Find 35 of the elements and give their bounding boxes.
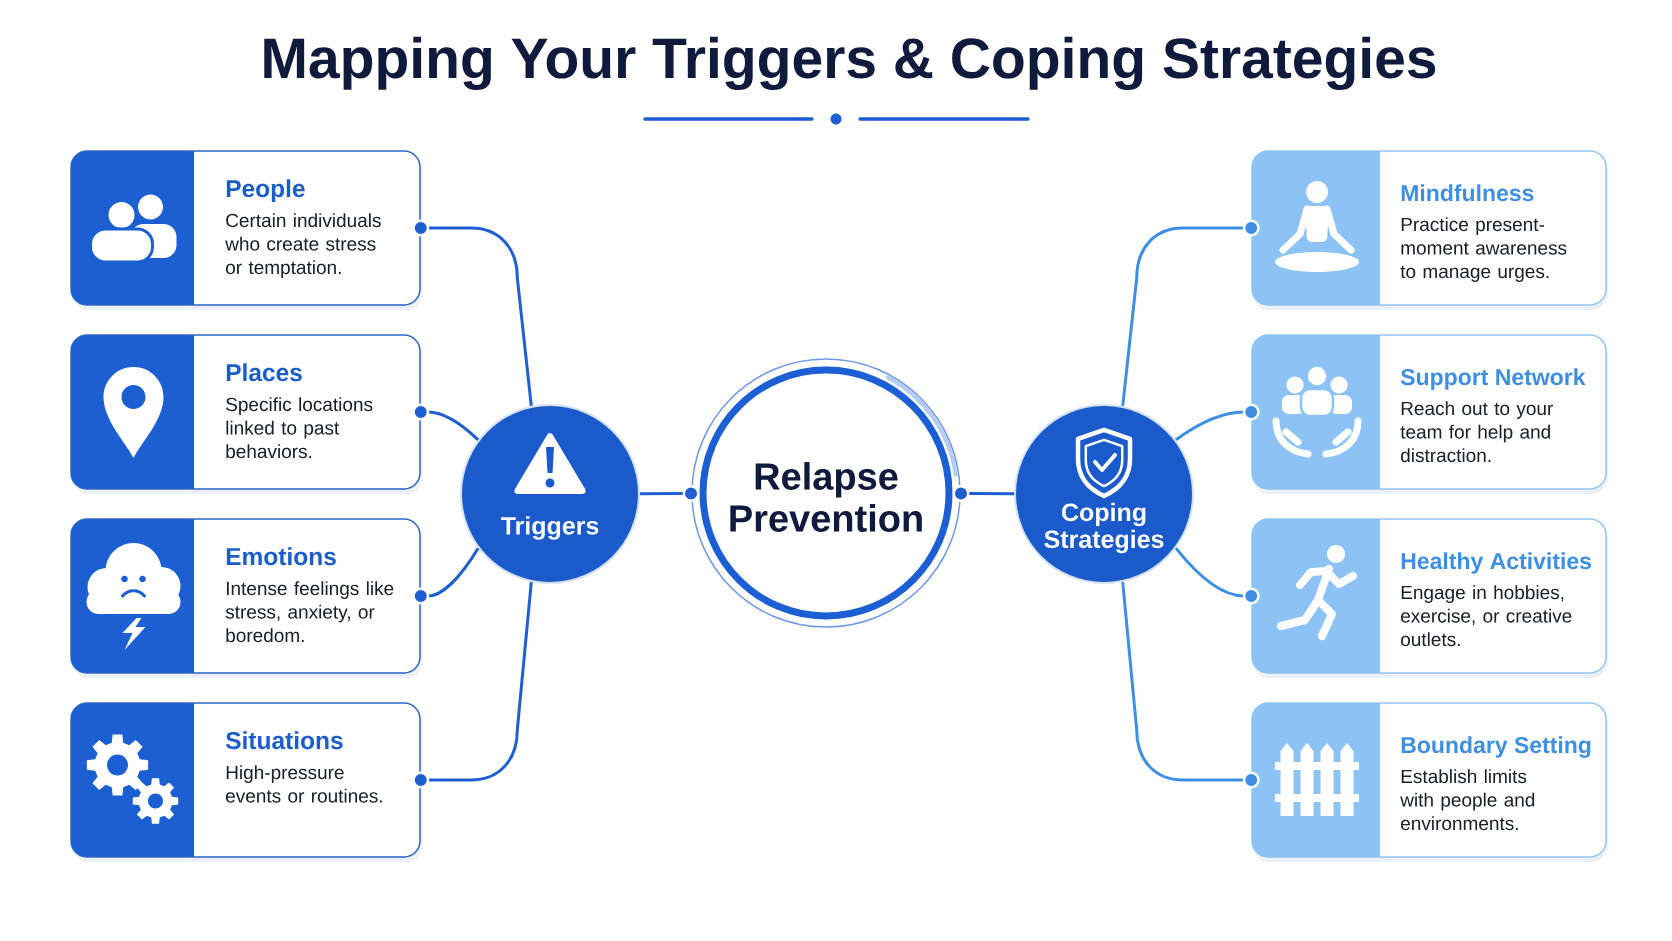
connector: [952, 485, 1015, 502]
card-text: Intense feelings like stress, anxiety, or boredom.: [225, 581, 394, 643]
card: [70, 150, 422, 310]
card-text: Practice present-moment awareness to manage urges.: [1400, 217, 1567, 282]
card-heading: Emotions: [226, 547, 336, 566]
card-heading: People: [226, 179, 305, 203]
connector: [1121, 581, 1260, 789]
connector: [412, 547, 480, 605]
connector: [412, 403, 480, 441]
connector: [1175, 403, 1260, 442]
card-heading: Places: [226, 363, 302, 382]
card-text: Engage in hobbies, exercise, or creative outlets.: [1401, 585, 1572, 647]
card: [70, 334, 422, 494]
card: [1251, 150, 1608, 310]
card: [1251, 702, 1608, 862]
card: [1251, 518, 1608, 678]
card-heading: Support Network: [1400, 368, 1586, 390]
card-heading: Mindfulness: [1401, 184, 1534, 202]
connector: [1121, 219, 1260, 407]
card: [1251, 334, 1608, 494]
card-text: Certain individuals who create stress or temptation.: [225, 213, 381, 278]
connector: [1174, 547, 1260, 605]
title: Mapping Your Triggers & Coping Strategies: [264, 36, 1436, 91]
connector: [412, 581, 533, 789]
card-heading: Situations: [225, 731, 343, 750]
card-heading: Healthy Activities: [1401, 552, 1591, 574]
card-text: Establish limits with people and environments.: [1400, 769, 1535, 831]
connector: [640, 485, 700, 502]
connector: [412, 219, 533, 407]
card: [70, 702, 422, 862]
card-heading: Boundary Setting: [1401, 736, 1591, 758]
card: [70, 518, 422, 678]
card-text: Reach out to your team for help and distraction.: [1400, 401, 1553, 463]
card-text: Specific locations linked to past behaviors.: [226, 397, 373, 459]
card-text: High-pressure events or routines.: [226, 765, 382, 803]
